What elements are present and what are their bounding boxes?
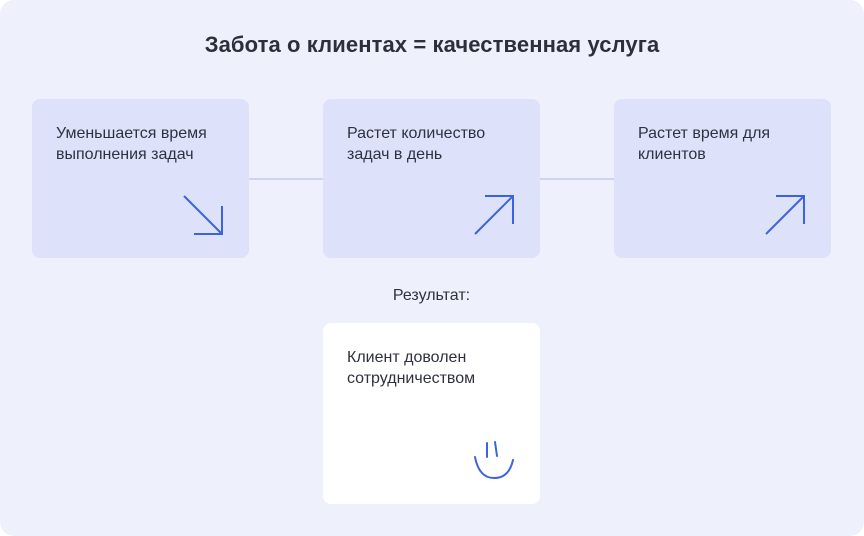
result-card: Клиент доволен сотрудничеством	[323, 323, 540, 504]
step-text: Уменьшается время выполнения задач	[56, 125, 207, 163]
connector-line-1	[249, 178, 323, 180]
diagram-title: Забота о клиентах = качественная услуга	[204, 32, 660, 57]
arrow-up-right-icon	[765, 195, 805, 235]
arrow-up-right-icon	[474, 195, 514, 235]
step-card-2: Растет количество задач в день	[323, 99, 540, 258]
step-text: Растет время для клиентов	[638, 125, 771, 163]
step-text: Растет количество задач в день	[347, 125, 486, 163]
result-label: Результат:	[392, 287, 471, 304]
connector-line-2	[540, 178, 614, 180]
result-text: Клиент доволен сотрудничеством	[347, 349, 476, 387]
smile-icon	[474, 441, 514, 480]
step-card-3: Растет время для клиентов	[614, 99, 831, 258]
step-card-1: Уменьшается время выполнения задач	[32, 99, 249, 258]
arrow-down-right-icon	[183, 195, 223, 235]
